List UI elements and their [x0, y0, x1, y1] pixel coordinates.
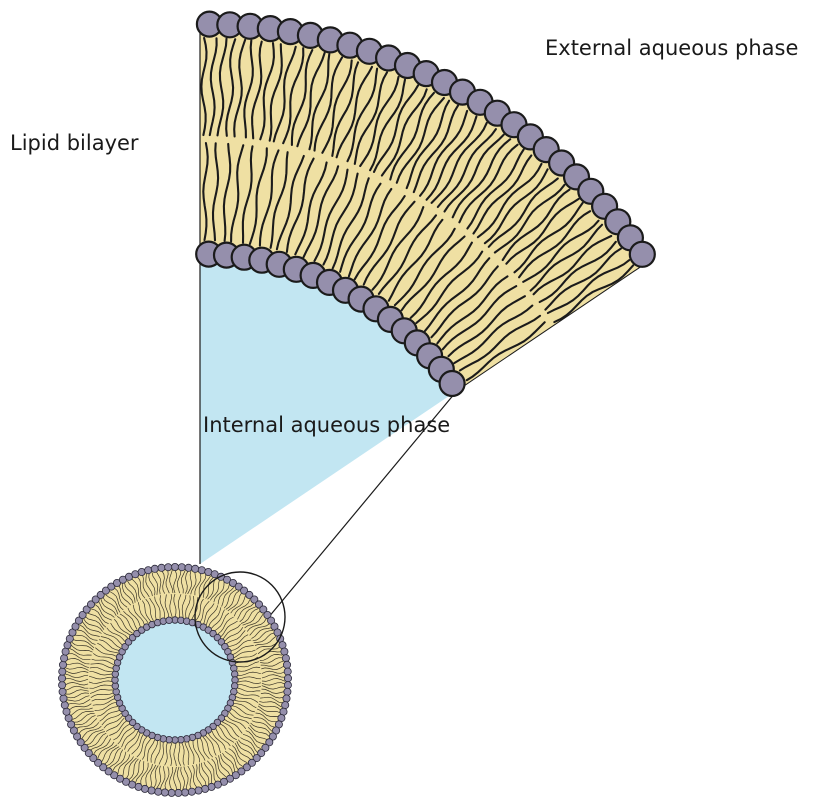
vesicle-head-outer	[63, 708, 70, 715]
vesicle-head-outer	[282, 702, 289, 709]
vesicle-head-outer	[165, 564, 172, 571]
vesicle-head-outer	[279, 642, 286, 649]
vesicle-head-outer	[284, 688, 291, 695]
vesicle-head-outer	[61, 655, 68, 662]
vesicle-head-outer	[283, 695, 290, 702]
vesicle-head-outer	[284, 668, 291, 675]
vesicle-head-outer	[202, 785, 209, 792]
vesicle-head-outer	[192, 565, 199, 572]
vesicle-head-outer	[138, 568, 145, 575]
vesicle-head-outer	[62, 648, 69, 655]
internal-phase-label: Internal aqueous phase	[203, 413, 450, 437]
vesicle-head-outer	[58, 675, 65, 682]
external-phase-label: External aqueous phase	[545, 36, 798, 60]
lipid-bilayer-label: Lipid bilayer	[10, 131, 139, 155]
vesicle-head-outer	[59, 688, 66, 695]
vesicle-head-outer	[283, 661, 290, 668]
vesicle-head-outer	[198, 567, 205, 574]
vesicle-head-outer	[284, 675, 291, 682]
vesicle-head-outer	[188, 788, 195, 795]
lipid-head-inner	[440, 371, 465, 396]
vesicle-head-outer	[182, 789, 189, 796]
zoom-wedge	[200, 24, 648, 630]
vesicle-head-outer	[59, 682, 66, 689]
vesicle-head-outer	[282, 655, 289, 662]
vesicle-head-outer	[168, 789, 175, 796]
vesicle-head-outer	[145, 567, 152, 574]
vesicle-head-outer	[171, 563, 178, 570]
vesicle-head-outer	[155, 788, 162, 795]
vesicle-head-outer	[158, 564, 165, 571]
vesicle-head-outer	[161, 789, 168, 796]
vesicle-head-outer	[284, 682, 291, 689]
vesicle-head-outer	[60, 695, 67, 702]
vesicle-head-outer	[178, 564, 185, 571]
vesicle-head-inner	[166, 617, 173, 624]
vesicle-head-outer	[175, 789, 182, 796]
vesicle-head-outer	[61, 702, 68, 709]
lipid-head-outer	[630, 242, 655, 267]
vesicle-head-outer	[185, 564, 192, 571]
vesicle-head-outer	[195, 787, 202, 794]
vesicle-head-outer	[148, 787, 155, 794]
vesicle-head-outer	[151, 565, 158, 572]
vesicle-head-outer	[281, 648, 288, 655]
vesicle-head-outer	[59, 661, 66, 668]
vesicle-head-outer	[59, 668, 66, 675]
